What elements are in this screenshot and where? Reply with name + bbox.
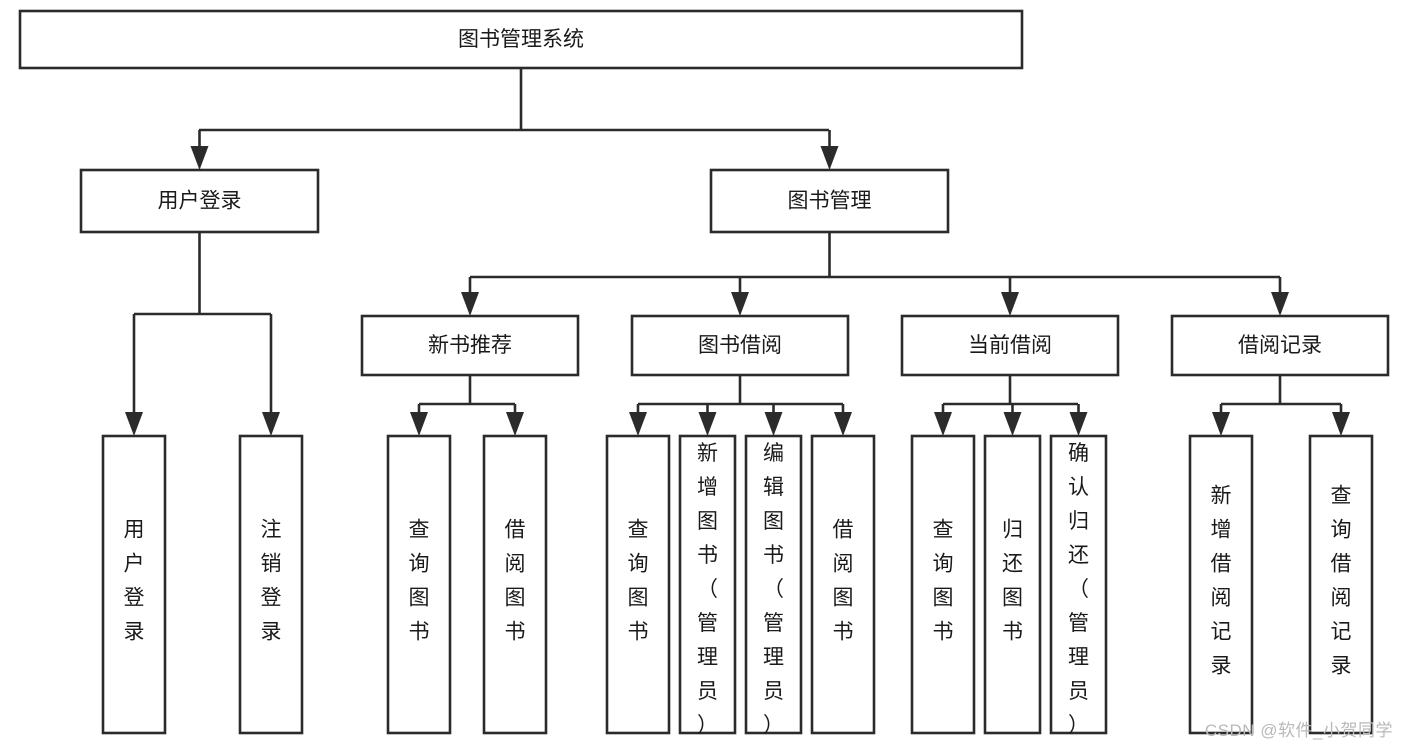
connector-l1_1-to-l2_0 xyxy=(461,277,479,316)
node-l3_12[interactable]: 查询借阅记录 xyxy=(1308,434,1374,735)
node-box-root[interactable] xyxy=(18,9,1024,70)
connector-l2_2-to-l3_8 xyxy=(934,404,952,436)
l1_1-branch-bar xyxy=(470,232,1280,279)
node-label-l2_3: 借阅记录 xyxy=(1238,334,1322,357)
connector-l2_1-to-l3_4 xyxy=(629,404,647,436)
node-box-l2_0[interactable] xyxy=(360,314,580,377)
connector-l2_0-to-l3_3 xyxy=(506,404,524,436)
node-l3_2[interactable]: 查询图书 xyxy=(386,434,452,735)
node-label-l3_12: 查询借阅记录 xyxy=(1331,485,1352,678)
connector-l2_2-to-l3_10 xyxy=(1069,404,1088,436)
node-layer: 图书管理系统用户登录图书管理新书推荐图书借阅当前借阅借阅记录用户登录注销登录查询… xyxy=(18,9,1390,737)
node-l1_0[interactable]: 用户登录 xyxy=(79,168,320,234)
node-l3_4[interactable]: 查询图书 xyxy=(605,434,671,735)
l2_3-branch-bar xyxy=(1221,375,1341,406)
node-l2_1[interactable]: 图书借阅 xyxy=(630,314,850,377)
node-label-l3_8: 查询图书 xyxy=(933,519,954,644)
l1_0-branch-bar xyxy=(134,232,271,316)
connector-l1_0-to-l3_1 xyxy=(262,314,280,436)
node-l3_1[interactable]: 注销登录 xyxy=(238,434,304,735)
node-label-l3_6: 编辑图书（管理员） xyxy=(763,442,784,737)
node-box-l3_0[interactable] xyxy=(101,434,167,735)
node-l3_3[interactable]: 借阅图书 xyxy=(482,434,548,735)
connector-root-to-l1_0 xyxy=(190,130,209,170)
connector-l2_2-to-l3_9 xyxy=(1003,404,1022,436)
node-box-l3_1[interactable] xyxy=(238,434,304,735)
node-box-l3_10[interactable] xyxy=(1049,434,1108,735)
node-box-l3_2[interactable] xyxy=(386,434,452,735)
root-branch-bar xyxy=(199,68,829,132)
l2_0-branch-bar xyxy=(419,375,515,406)
node-label-l2_1: 图书借阅 xyxy=(698,334,782,357)
connector-layer xyxy=(125,68,1350,436)
node-box-l1_0[interactable] xyxy=(79,168,320,234)
node-l2_0[interactable]: 新书推荐 xyxy=(360,314,580,377)
node-label-l2_0: 新书推荐 xyxy=(428,334,512,357)
node-box-l3_11[interactable] xyxy=(1188,434,1254,735)
node-l2_3[interactable]: 借阅记录 xyxy=(1170,314,1390,377)
node-root[interactable]: 图书管理系统 xyxy=(18,9,1024,70)
node-label-l1_0: 用户登录 xyxy=(158,190,242,213)
csdn-watermark: CSDN @软件_小贺同学 xyxy=(1204,721,1393,740)
connector-l2_1-to-l3_6 xyxy=(764,404,783,436)
node-box-l3_5[interactable] xyxy=(678,434,737,735)
node-label-l3_7: 借阅图书 xyxy=(833,519,854,644)
node-l3_5[interactable]: 新增图书（管理员） xyxy=(678,434,737,737)
node-box-l2_3[interactable] xyxy=(1170,314,1390,377)
node-l3_7[interactable]: 借阅图书 xyxy=(810,434,876,735)
node-l3_9[interactable]: 归还图书 xyxy=(983,434,1042,735)
connector-l1_0-to-l3_0 xyxy=(125,314,143,436)
node-label-l3_11: 新增借阅记录 xyxy=(1211,485,1232,678)
connector-l2_3-to-l3_11 xyxy=(1212,404,1230,436)
node-l3_10[interactable]: 确认归还（管理员） xyxy=(1049,434,1108,737)
node-label-l3_0: 用户登录 xyxy=(124,519,145,644)
connector-l2_0-to-l3_2 xyxy=(410,404,428,436)
l2_2-branch-bar xyxy=(943,375,1078,406)
connector-l2_1-to-l3_5 xyxy=(698,404,717,436)
node-label-root: 图书管理系统 xyxy=(458,28,584,51)
node-label-l3_2: 查询图书 xyxy=(409,519,430,644)
node-box-l2_2[interactable] xyxy=(900,314,1120,377)
node-label-l3_4: 查询图书 xyxy=(628,519,649,644)
connector-l1_1-to-l2_3 xyxy=(1271,277,1289,316)
l2_1-branch-bar xyxy=(638,375,843,406)
node-label-l3_9: 归还图书 xyxy=(1002,519,1023,644)
node-label-l3_5: 新增图书（管理员） xyxy=(697,442,718,737)
node-l3_0[interactable]: 用户登录 xyxy=(101,434,167,735)
node-label-l3_1: 注销登录 xyxy=(261,519,282,644)
node-l3_11[interactable]: 新增借阅记录 xyxy=(1188,434,1254,735)
node-l3_8[interactable]: 查询图书 xyxy=(910,434,976,735)
connector-l2_3-to-l3_12 xyxy=(1332,404,1350,436)
node-l3_6[interactable]: 编辑图书（管理员） xyxy=(744,434,803,737)
node-label-l2_2: 当前借阅 xyxy=(968,334,1052,357)
node-box-l3_7[interactable] xyxy=(810,434,876,735)
node-label-l1_1: 图书管理 xyxy=(788,190,872,213)
node-box-l3_4[interactable] xyxy=(605,434,671,735)
connector-l2_1-to-l3_7 xyxy=(834,404,852,436)
connector-root-to-l1_1 xyxy=(820,130,839,170)
node-l2_2[interactable]: 当前借阅 xyxy=(900,314,1120,377)
node-label-l3_3: 借阅图书 xyxy=(505,519,526,644)
node-box-l3_8[interactable] xyxy=(910,434,976,735)
node-l1_1[interactable]: 图书管理 xyxy=(709,168,950,234)
node-box-l3_3[interactable] xyxy=(482,434,548,735)
node-box-l3_12[interactable] xyxy=(1308,434,1374,735)
node-box-l3_6[interactable] xyxy=(744,434,803,735)
node-label-l3_10: 确认归还（管理员） xyxy=(1068,442,1089,737)
node-box-l3_9[interactable] xyxy=(983,434,1042,735)
connector-l1_1-to-l2_1 xyxy=(731,277,749,316)
node-box-l2_1[interactable] xyxy=(630,314,850,377)
connector-l1_1-to-l2_2 xyxy=(1001,277,1019,316)
node-box-l1_1[interactable] xyxy=(709,168,950,234)
